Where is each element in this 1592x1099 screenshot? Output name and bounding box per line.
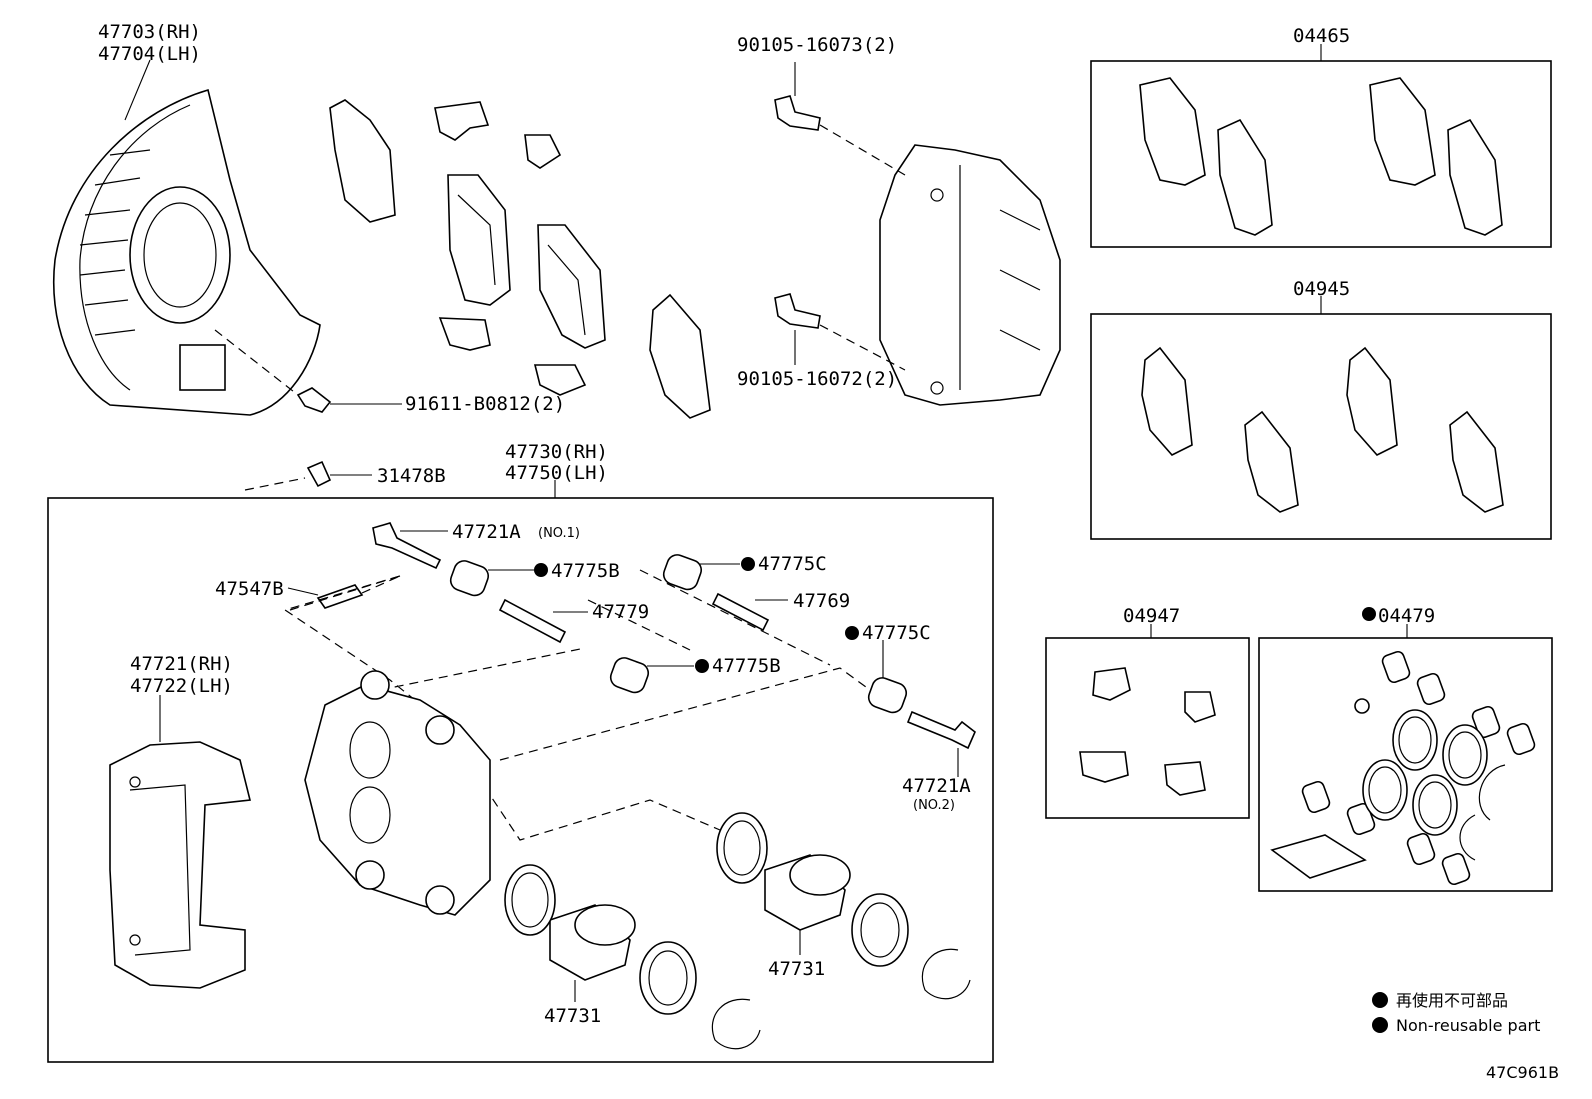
dust-cover-bolt-dash xyxy=(214,329,299,396)
label-bleeder-plug: 47547B xyxy=(215,578,284,600)
caliper-body-part xyxy=(304,670,491,916)
label-piston-right: 47731 xyxy=(768,958,825,980)
label-boot-b-mid: 47775B xyxy=(712,655,781,677)
bolt-upper-dash xyxy=(819,124,906,176)
label-slide-bolt-2-note: (NO.2) xyxy=(913,798,955,813)
label-caliper-assy-rh: 47730(RH) xyxy=(505,441,608,463)
pin-47779-part xyxy=(498,598,567,644)
boot-b-mid-bullet xyxy=(695,659,709,673)
pin-47769-part xyxy=(711,592,770,632)
caliper-assy-box xyxy=(47,497,994,1063)
figure-code: 47C961B xyxy=(1486,1063,1559,1082)
cylinder-kit-box xyxy=(1258,637,1553,892)
label-slide-bolt-2: 47721A xyxy=(902,775,971,797)
label-dust-cover-rh: 47703(RH) xyxy=(98,21,201,43)
dust-cover-part xyxy=(52,88,321,416)
label-shim-kit: 04945 xyxy=(1293,278,1350,300)
boot-c-top-bullet xyxy=(741,557,755,571)
dust-cover-bolt-part xyxy=(296,387,332,413)
dust-cover-leader xyxy=(124,59,151,121)
label-bolt-dust-cover: 91611-B0812(2) xyxy=(405,393,565,415)
label-boot-c-top: 47775C xyxy=(758,553,827,575)
label-boot-b-top: 47775B xyxy=(551,560,620,582)
label-dust-cover-lh: 47704(LH) xyxy=(98,43,201,65)
bleeder-plug-part xyxy=(316,584,364,609)
pad-clips-top xyxy=(434,101,587,396)
boot-b-mid-part xyxy=(609,657,650,694)
label-cylinder-kit: 04479 xyxy=(1378,605,1435,627)
boot-b-top-bullet xyxy=(534,563,548,577)
mounting-bracket-part xyxy=(109,741,251,989)
caliper-top-part xyxy=(879,144,1061,406)
legend-text-en: Non-reusable part xyxy=(1396,1016,1540,1035)
legend-text-jp: 再使用不可部品 xyxy=(1396,991,1508,1010)
label-piston-left: 47731 xyxy=(544,1005,601,1027)
label-bolt-lower: 90105-16072(2) xyxy=(737,368,897,390)
pad-shims-top xyxy=(329,99,711,419)
kit-04947-clips xyxy=(1079,667,1216,796)
kit-04945-shims xyxy=(1141,346,1504,513)
kit-04479-seals xyxy=(1270,650,1536,886)
boot-c-top-part xyxy=(662,554,703,591)
label-fitting-kit: 04947 xyxy=(1123,605,1180,627)
label-bolt-upper: 90105-16073(2) xyxy=(737,34,897,56)
label-slide-bolt-1: 47721A xyxy=(452,521,521,543)
bleeder-cap-dash xyxy=(244,477,306,491)
boot-c-mid-part xyxy=(867,677,908,714)
bolt-lower-dash xyxy=(819,324,906,371)
label-pin-47769: 47769 xyxy=(793,590,850,612)
kit-04465-pads xyxy=(1139,77,1503,236)
slide-bolt-2-part xyxy=(906,710,976,750)
assy-dashes xyxy=(283,569,871,841)
label-slide-bolt-1-note: (NO.1) xyxy=(538,526,580,541)
bleeder-plug-leader xyxy=(287,587,319,596)
slide-bolt-1-part xyxy=(372,522,442,570)
legend-bullet-en xyxy=(1372,1017,1388,1033)
cylinder-kit-bullet xyxy=(1362,607,1376,621)
piston-right-part xyxy=(764,854,851,931)
fitting-kit-box xyxy=(1045,637,1250,819)
label-bleeder-cap: 31478B xyxy=(377,465,446,487)
caliper-bolt-lower-part xyxy=(774,293,821,329)
caliper-seals xyxy=(504,812,971,1050)
label-mounting-lh: 47722(LH) xyxy=(130,675,233,697)
legend-bullet-jp xyxy=(1372,992,1388,1008)
boot-c-mid-bullet xyxy=(845,626,859,640)
piston-left-part xyxy=(549,904,636,981)
label-boot-c-mid: 47775C xyxy=(862,622,931,644)
label-mounting-rh: 47721(RH) xyxy=(130,653,233,675)
label-caliper-assy-lh: 47750(LH) xyxy=(505,462,608,484)
boot-b-top-part xyxy=(449,560,490,597)
bleeder-cap-part xyxy=(306,460,332,488)
label-pin-47779: 47779 xyxy=(592,601,649,623)
caliper-bolt-upper-part xyxy=(774,95,821,131)
label-pad-kit: 04465 xyxy=(1293,25,1350,47)
